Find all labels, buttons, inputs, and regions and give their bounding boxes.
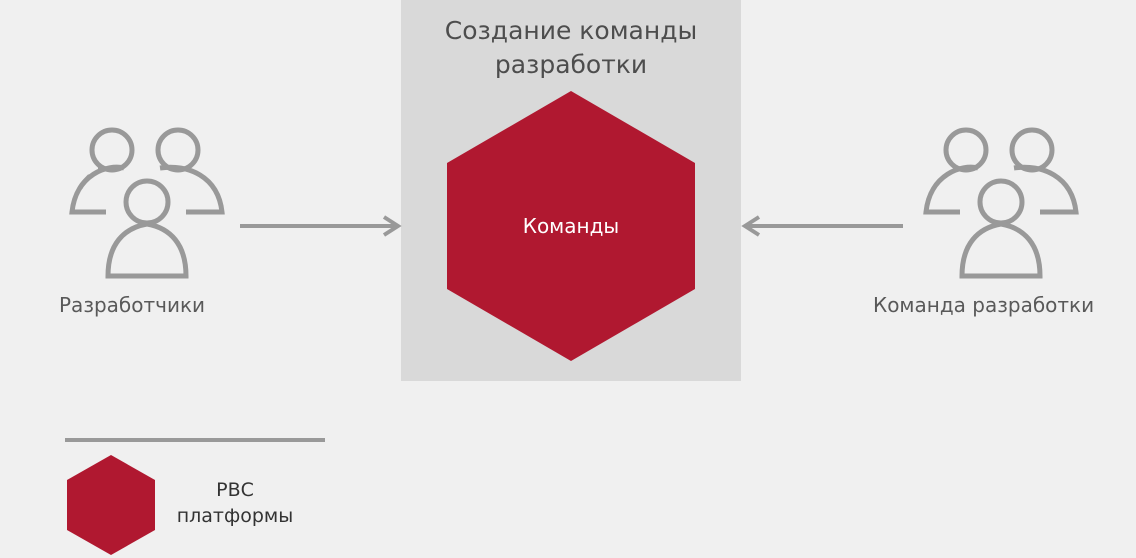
legend-divider — [65, 438, 325, 442]
teams-hexagon — [447, 91, 695, 361]
arrow-right-icon — [240, 215, 402, 237]
teams-hexagon-label: Команды — [522, 214, 620, 238]
panel-title: Создание команды разработки — [444, 16, 698, 79]
developers-label: Разработчики — [59, 293, 206, 317]
dev-team-label: Команда разработки — [873, 293, 1095, 317]
legend-label: РВС платформы — [176, 479, 294, 527]
legend-hexagon-icon — [67, 455, 155, 555]
arrow-left-icon — [741, 215, 903, 237]
dev-team-people-icon — [923, 127, 1079, 279]
developers-people-icon — [69, 127, 225, 279]
